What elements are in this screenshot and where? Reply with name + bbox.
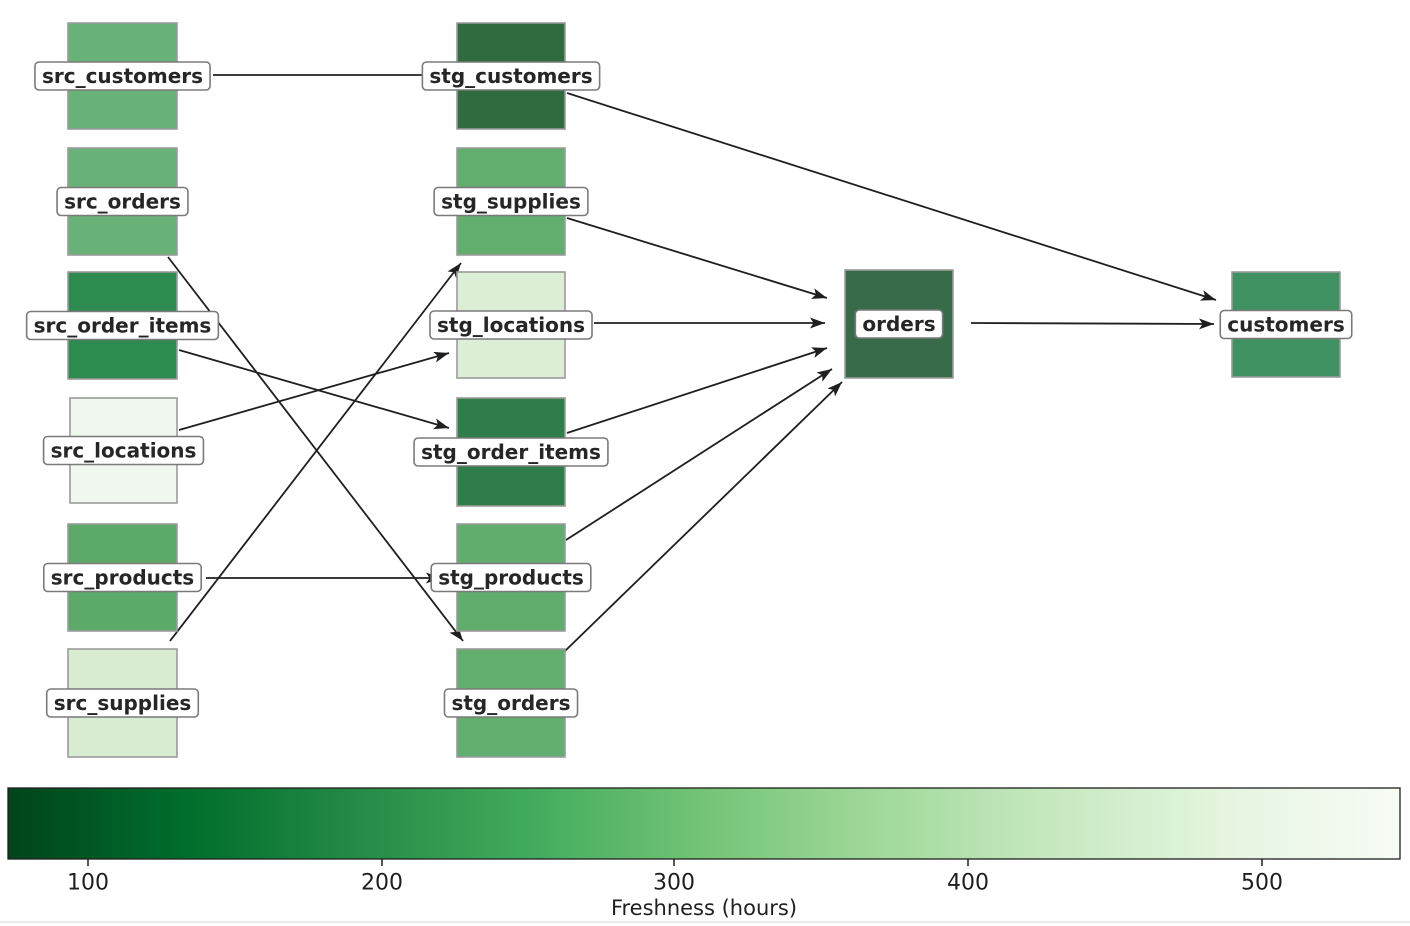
edge-src_order_items-to-stg_order_items: [178, 349, 450, 430]
node-label-orders: orders: [854, 309, 944, 339]
colorbar-gradient-bar: [7, 787, 1401, 860]
node-label-stg_order_items: stg_order_items: [413, 437, 609, 467]
node-label-stg_orders: stg_orders: [443, 688, 579, 718]
edge-stg_products-to-orders: [565, 368, 833, 541]
node-label-text-src_locations: src_locations: [51, 439, 197, 463]
node-label-box-orders: [854, 309, 944, 339]
colorbar-axis-label: Freshness (hours): [611, 896, 797, 920]
node-label-text-customers: customers: [1227, 313, 1344, 337]
node-label-box-stg_locations: [429, 310, 593, 340]
edge-src_locations-to-stg_locations: [178, 351, 450, 431]
node-label-stg_locations: stg_locations: [429, 310, 593, 340]
colorbar: 100 200 300 400 500 Freshness (hours): [7, 787, 1401, 920]
node-label-box-src_customers: [34, 61, 211, 91]
node-label-text-src_orders: src_orders: [64, 190, 181, 214]
nodes-layer: [67, 22, 1341, 758]
edge-stg_orders-to-orders: [564, 381, 843, 652]
colorbar-tick-label-100: 100: [67, 871, 109, 896]
colorbar-ticks: 100 200 300 400 500: [67, 859, 1283, 896]
node-label-box-stg_order_items: [413, 437, 609, 467]
colorbar-tick-label-500: 500: [1241, 871, 1283, 896]
node-label-box-src_locations: [42, 435, 205, 466]
node-label-src_supplies: src_supplies: [45, 688, 200, 718]
node-label-text-orders: orders: [862, 312, 935, 336]
edge-orders-to-customers: [970, 318, 1215, 330]
node-labels-layer: src_customers src_orders src_order_itemssr…: [25, 61, 1353, 718]
node-label-stg_products: stg_products: [430, 562, 592, 593]
figure-bottom-edge: [0, 921, 1410, 923]
node-label-src_order_items: src_order_items: [25, 310, 220, 341]
node-label-box-stg_products: [430, 562, 592, 593]
node-label-box-src_supplies: [45, 688, 200, 718]
node-label-src_products: src_products: [42, 562, 203, 593]
node-label-text-stg_locations: stg_locations: [437, 313, 585, 337]
node-label-text-src_customers: src_customers: [42, 64, 203, 88]
edges-layer: [167, 69, 1217, 652]
node-label-customers: customers: [1219, 309, 1353, 340]
node-label-text-stg_customers: stg_customers: [429, 64, 592, 88]
node-label-box-stg_supplies: [433, 186, 589, 217]
edge-stg_customers-to-customers: [566, 92, 1217, 301]
node-label-text-stg_orders: stg_orders: [451, 691, 570, 715]
node-label-box-src_products: [42, 562, 203, 593]
node-label-box-customers: [1219, 309, 1353, 340]
node-label-box-stg_orders: [443, 688, 579, 718]
colorbar-tick-label-400: 400: [947, 871, 989, 896]
node-label-text-stg_supplies: stg_supplies: [441, 190, 581, 214]
node-label-box-src_orders: [56, 186, 189, 217]
node-label-text-stg_order_items: stg_order_items: [421, 440, 601, 464]
colorbar-tick-label-200: 200: [361, 871, 403, 896]
node-label-box-src_order_items: [25, 310, 220, 341]
node-label-src_customers: src_customers: [34, 61, 211, 91]
node-label-src_orders: src_orders: [56, 186, 189, 217]
edge-stg_supplies-to-orders: [566, 217, 828, 299]
node-label-src_locations: src_locations: [42, 435, 205, 466]
node-label-stg_supplies: stg_supplies: [433, 186, 589, 217]
node-label-box-stg_customers: [421, 61, 601, 91]
node-label-text-src_products: src_products: [51, 566, 194, 590]
node-label-text-src_supplies: src_supplies: [54, 691, 192, 715]
node-label-text-stg_products: stg_products: [438, 566, 584, 590]
edge-stg_order_items-to-orders: [566, 347, 828, 434]
node-label-text-src_order_items: src_order_items: [34, 314, 212, 338]
node-label-stg_customers: stg_customers: [421, 61, 601, 91]
edge-src_supplies-to-stg_supplies: [169, 262, 462, 642]
colorbar-tick-label-300: 300: [653, 871, 695, 896]
